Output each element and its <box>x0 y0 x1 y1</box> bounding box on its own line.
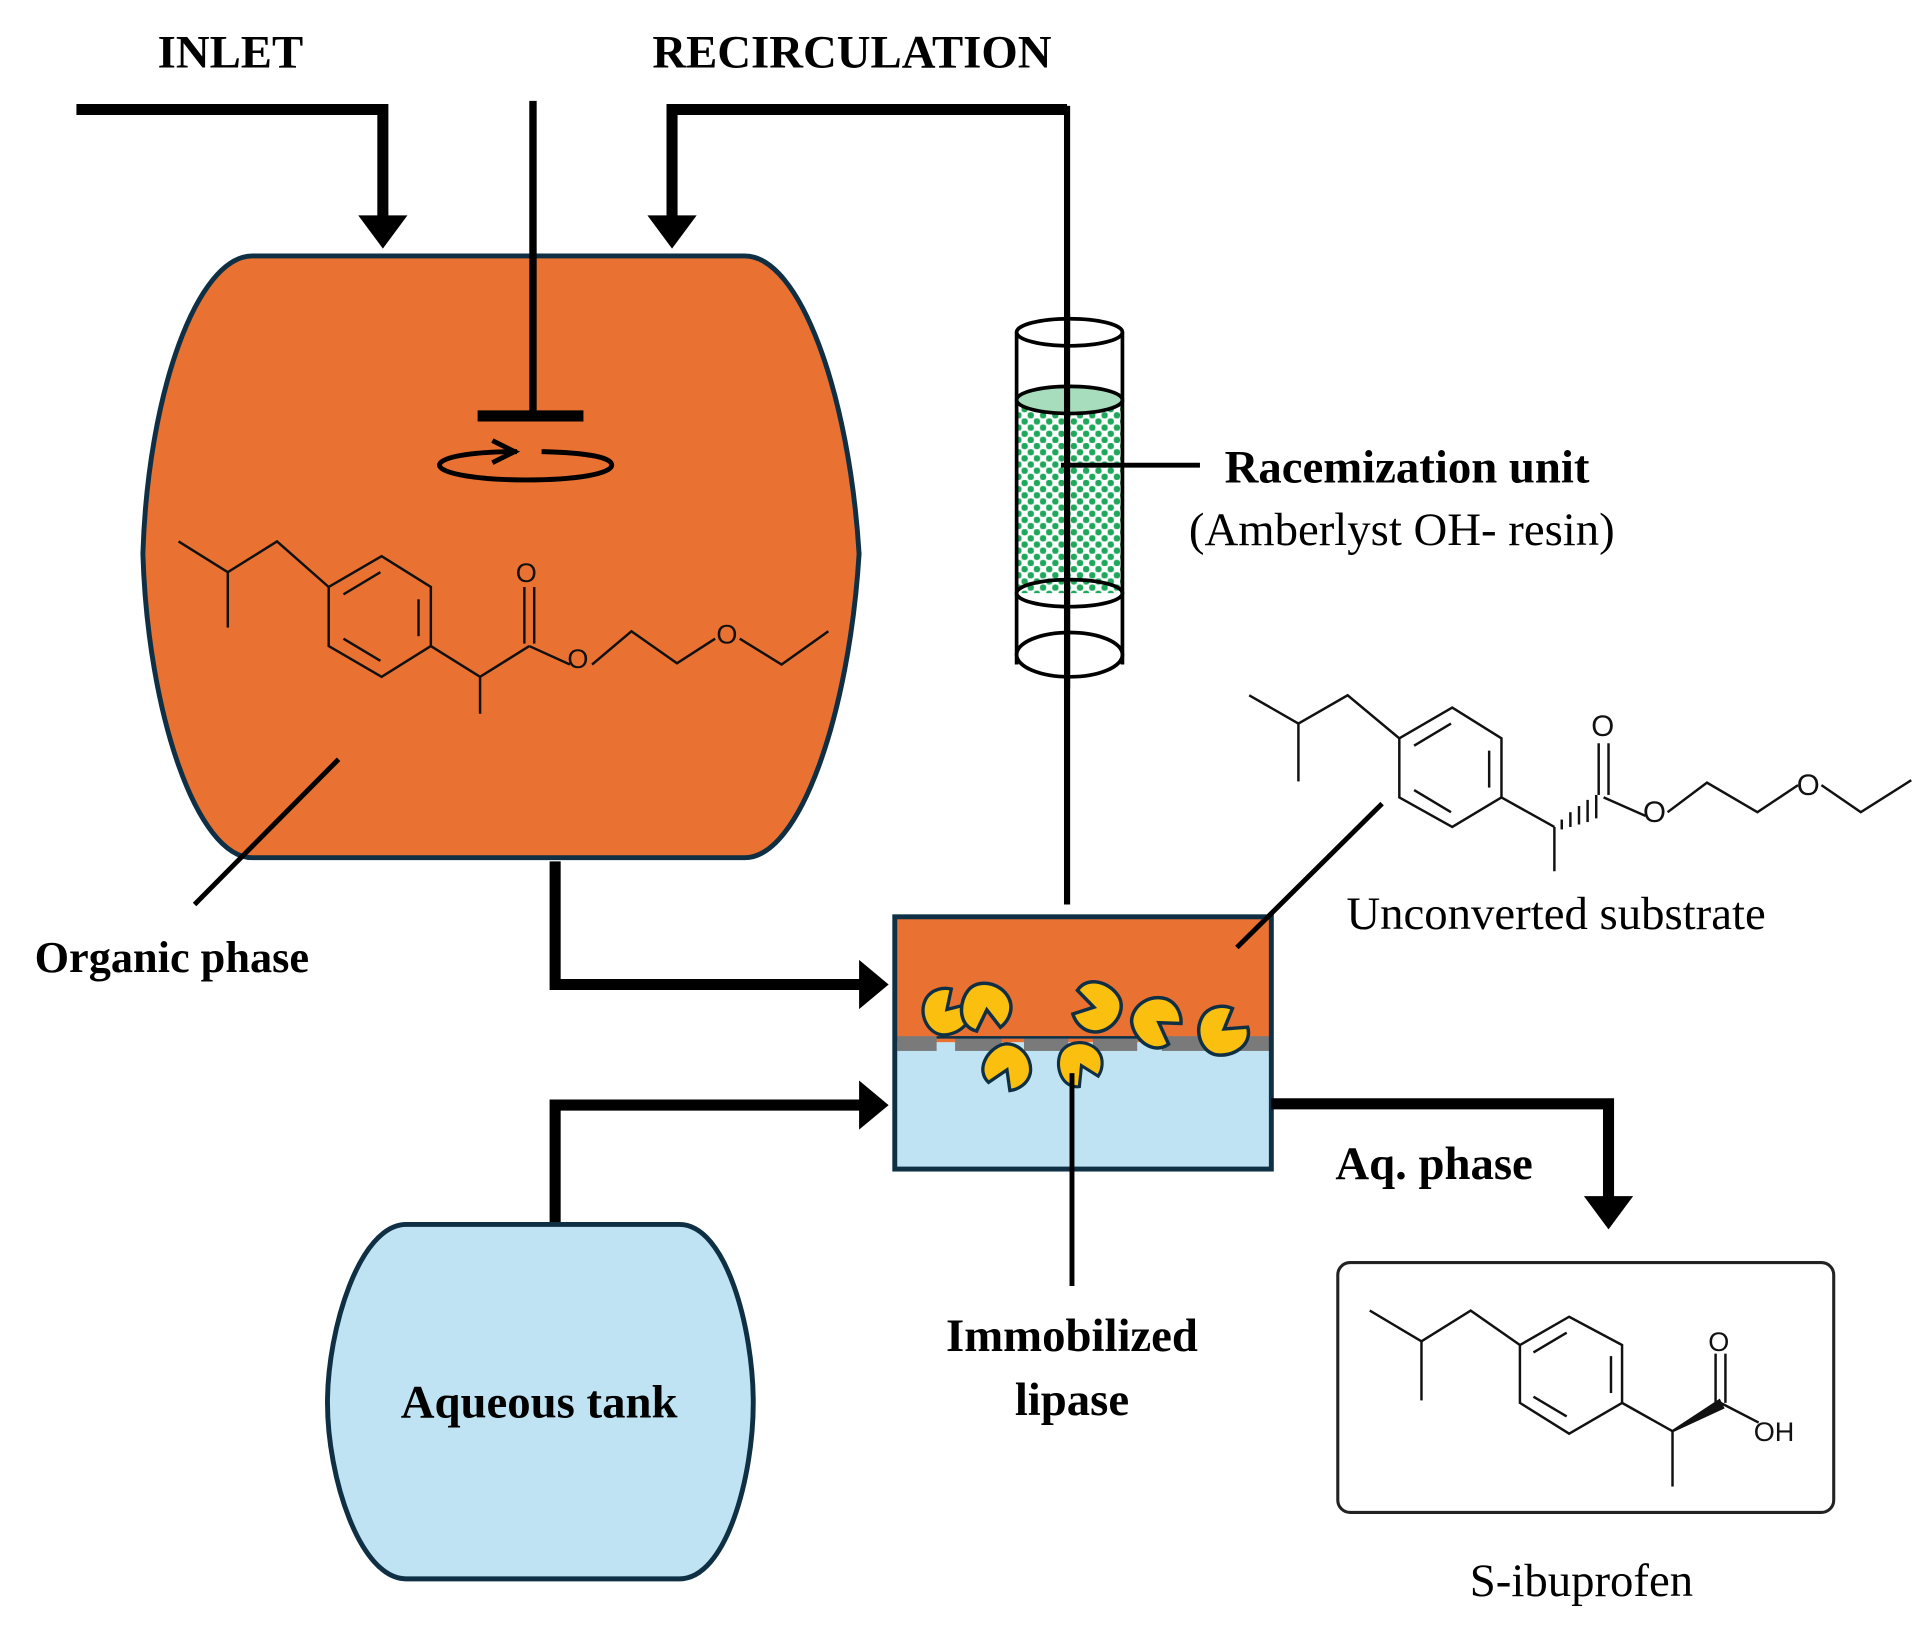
racemization-unit-label: Racemization unit <box>1225 441 1590 493</box>
immobilized-lipase-label-2: lipase <box>1015 1374 1129 1426</box>
inlet-arrow-icon <box>358 215 408 249</box>
aq-phase-label: Aq. phase <box>1335 1138 1532 1190</box>
organic-phase-leader <box>192 757 341 907</box>
aqueous-tank-label: Aqueous tank <box>401 1377 678 1429</box>
organic-feed-arrow-icon <box>859 959 889 1010</box>
svg-text:O: O <box>1708 1326 1729 1357</box>
racemization-resin-label: (Amberlyst OH- resin) <box>1189 504 1615 556</box>
svg-text:O: O <box>1797 769 1820 802</box>
inlet-label: INLET <box>158 27 304 79</box>
aqueous-outflow-arrow-icon <box>1583 1196 1634 1230</box>
ester-molecule-organic: O O O <box>177 539 830 714</box>
recirculation-arrow-icon <box>647 215 697 249</box>
aqueous-tank <box>325 1221 756 1582</box>
product-label: S-ibuprofen <box>1470 1555 1693 1607</box>
unconverted-substrate-label: Unconverted substrate <box>1346 888 1765 940</box>
inlet-pipe <box>76 103 408 249</box>
substrate-leader <box>1235 801 1384 950</box>
hydroxyl-label: OH <box>1754 1416 1795 1447</box>
aqueous-feed-pipe <box>549 1080 889 1225</box>
rotation-icon <box>436 438 615 483</box>
recirculation-label: RECIRCULATION <box>652 27 1051 79</box>
ester-molecule-unconverted: O O O <box>1248 693 1912 872</box>
aqueous-outflow-pipe <box>1271 1098 1634 1230</box>
racemization-column <box>1014 313 1125 690</box>
organic-feed-pipe <box>549 861 889 1010</box>
organic-phase-tank <box>140 253 862 861</box>
svg-text:O: O <box>1591 710 1614 743</box>
svg-text:O: O <box>1643 796 1666 829</box>
svg-text:O: O <box>716 619 737 650</box>
product-box <box>1336 1261 1836 1514</box>
svg-text:O: O <box>516 557 537 588</box>
immobilized-lipase-label-1: Immobilized <box>946 1310 1198 1362</box>
aqueous-feed-arrow-icon <box>859 1080 889 1130</box>
s-ibuprofen-molecule: O OH <box>1369 1309 1795 1487</box>
svg-text:O: O <box>567 643 588 674</box>
organic-phase-label: Organic phase <box>35 933 309 982</box>
